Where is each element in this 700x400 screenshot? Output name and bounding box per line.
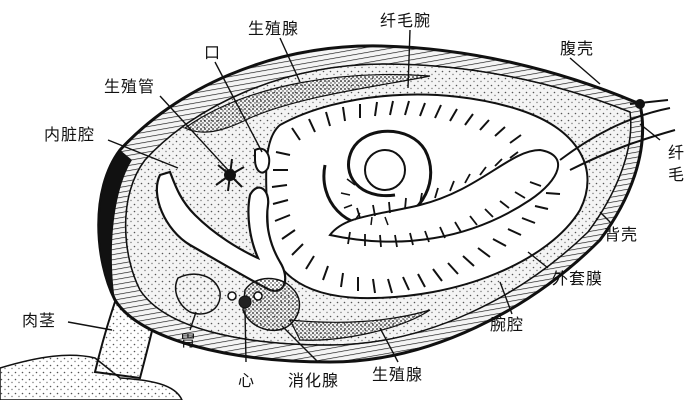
label-cilia: 纤毛 [668, 143, 685, 184]
heart-shape [238, 295, 252, 309]
label-gonad-bottom: 生殖腺 [372, 365, 424, 384]
upper-gonad [183, 73, 431, 133]
label-digestive-gland: 消化腺 [288, 371, 340, 390]
label-genital-duct: 生殖管 [104, 77, 156, 96]
shell-hinge-dot [635, 99, 645, 109]
label-cilia-gill: 纤毛腕 [380, 11, 432, 30]
gut-loop [155, 170, 287, 292]
spiral-core [364, 149, 406, 191]
leader-lines [67, 29, 661, 363]
cilia-fringe-arm [347, 151, 542, 248]
label-pedicle: 肉茎 [22, 311, 57, 330]
inner-tentacles [340, 178, 389, 226]
label-mouth: 口 [204, 43, 222, 62]
label-heart: 心 [238, 371, 256, 390]
label-brachial-cavity: 腕腔 [490, 315, 525, 334]
cilia-fringe-outer [271, 100, 561, 294]
genital-duct-star [215, 158, 245, 192]
lower-gonad [288, 309, 431, 341]
label-stomach: 胃 [180, 331, 198, 350]
label-outer-mantle: 外套膜 [552, 269, 604, 288]
label-visceral-cavity: 内脏腔 [44, 125, 96, 144]
label-dorsal-shell: 背壳 [604, 225, 639, 244]
mantle-dark-edge [99, 150, 132, 300]
mouth-opening [254, 147, 271, 174]
substrate-rock [0, 354, 183, 400]
label-ventral-shell: 腹壳 [560, 39, 595, 58]
stomach-shape [174, 273, 221, 315]
label-gonad-top: 生殖腺 [248, 19, 300, 38]
